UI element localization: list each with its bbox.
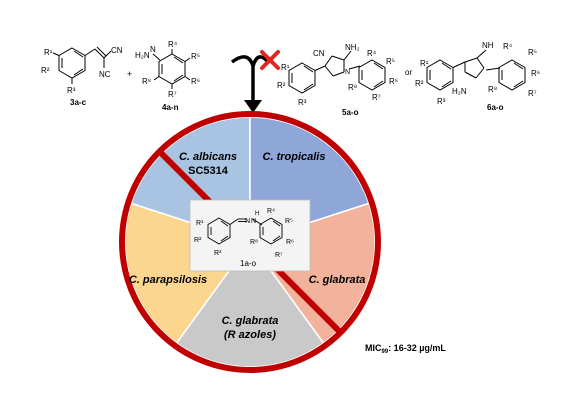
compound-5a-o-nh2: NH₂: [345, 43, 360, 52]
compound-6a-o-r3: R³: [437, 97, 446, 106]
central-compound: N N H R¹ R² R³ R⁴ R⁵ R⁶ R⁷ R⁸ 1a-o: [189, 199, 311, 272]
compound-3a-c-nc: NC: [99, 70, 111, 79]
compound-4a-n-r5: R⁵: [191, 52, 200, 61]
compound-6a-o-r5: R⁵: [528, 48, 537, 57]
central-compound-r7: R⁷: [275, 252, 283, 259]
compound-6a-o-r6: R⁶: [531, 69, 540, 78]
compound-3a-c-cn: CN: [111, 46, 123, 55]
compound-6a-o-nh: NH: [482, 41, 494, 50]
central-compound-n2: N: [251, 218, 256, 225]
central-compound-r8: R⁸: [250, 239, 258, 246]
segment-label-3-line-1: C. glabrata: [309, 274, 366, 286]
compound-5a-o-cn: CN: [313, 49, 325, 58]
compound-4a-n-id: 4a-n: [162, 103, 179, 112]
compound-6a-o-r4: R⁴: [503, 42, 513, 51]
central-compound-r3: R³: [214, 250, 222, 257]
compound-3a-c-id: 3a-c: [70, 98, 87, 107]
compound-6a-o-r2: R²: [415, 79, 424, 88]
compound-5a-o-r2: R²: [277, 81, 286, 90]
arrow-head: [244, 100, 262, 113]
blocked-reaction-arrow: [230, 50, 280, 113]
compound-5a-o-r8: R⁸: [348, 83, 357, 92]
reactants-group: R¹ R² R³ CN NC 3a-c + H₂N N R⁴ R⁵ R⁶ R⁷ …: [41, 40, 200, 112]
central-compound-n1: N: [245, 218, 250, 225]
segment-label-4-line-1: C. glabrata: [222, 315, 279, 327]
segment-label-5-line-1: C. parapsilosis: [129, 274, 207, 286]
compound-6a-o-r7: R⁷: [528, 89, 537, 98]
central-compound-r1: R¹: [196, 220, 204, 227]
compound-4a-n-r8: R⁸: [142, 77, 151, 86]
central-compound-r2: R²: [194, 237, 202, 244]
mic-label: MIC99: 16-32 µg/mL: [365, 343, 446, 355]
compound-6a-o-r8: R⁸: [488, 85, 497, 94]
plus-sign: +: [127, 69, 132, 79]
compound-6a-o: NH H₂N R¹ R² R³ R⁴ R⁵ R⁶ R⁷ R⁸ 6a-o: [415, 41, 540, 112]
compound-5a-o-r3: R³: [298, 98, 307, 107]
compound-5a-o-r4: R⁴: [367, 49, 377, 58]
reaction-arrow: [230, 55, 255, 103]
compound-5a-o-r5: R⁵: [386, 57, 395, 66]
compound-4a-n-r7: R⁷: [168, 90, 177, 99]
compound-6a-o-id: 6a-o: [487, 103, 504, 112]
compound-5a-o: CN NH₂ N R¹ R² R³ R⁴ R⁵ R⁶ R⁷ R⁸ 5a-o: [277, 43, 398, 117]
prohibition-ring: [119, 111, 381, 373]
segment-label-1-line-2: SC5314: [188, 165, 229, 177]
compound-5a-o-r1: R¹: [281, 63, 290, 72]
compound-3a-c-structure: [52, 46, 112, 84]
compound-4a-n-h2n: H₂N: [135, 51, 150, 60]
compound-5a-o-n: N: [345, 69, 350, 76]
compound-4a-n-r6: R⁶: [191, 77, 200, 86]
central-compound-r6: R⁶: [286, 239, 294, 246]
compound-5a-o-r7: R⁷: [372, 93, 381, 102]
central-compound-h: H: [255, 211, 259, 217]
pie-segment-4: [175, 240, 325, 368]
segment-label-2-line-1: C. tropicalis: [263, 151, 326, 163]
compound-5a-o-r6: R⁶: [389, 77, 398, 86]
or-word: or: [405, 68, 412, 77]
compound-3a-c-r2: R²: [41, 66, 50, 75]
central-compound-id: 1a-o: [240, 259, 257, 268]
compound-4a-n-structure: [152, 49, 191, 89]
central-compound-r5: R⁵: [285, 218, 293, 225]
compound-5a-o-id: 5a-o: [342, 108, 359, 117]
central-compound-r4: R⁴: [267, 208, 275, 215]
compound-3a-c-r1: R¹: [44, 48, 53, 57]
compound-6a-o-nh2: H₂N: [452, 87, 467, 96]
segment-label-1-line-1: C. albicans: [179, 151, 237, 163]
central-compound-box: [189, 199, 311, 272]
compound-4a-n-nh: N: [150, 45, 156, 54]
red-cross-icon: [260, 50, 280, 70]
segment-label-4-line-2: (R azoles): [224, 329, 276, 341]
compound-6a-o-r1: R¹: [420, 59, 429, 68]
compound-4a-n-r4: R⁴: [168, 40, 178, 49]
compound-3a-c-r3: R³: [67, 86, 76, 95]
